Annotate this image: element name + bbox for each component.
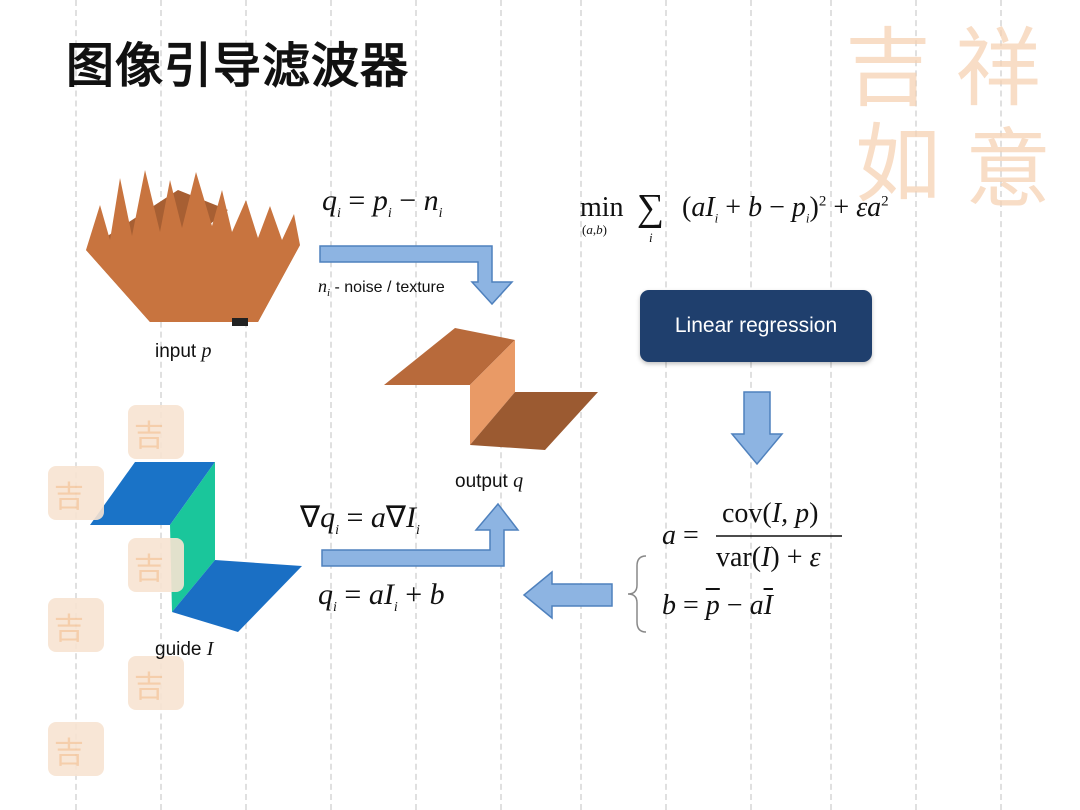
guide-label-text: guide [155, 639, 202, 660]
seal-icon: 吉 [48, 722, 104, 776]
arrow-guide-to-output [321, 502, 520, 567]
equation-a-lhs: a = [662, 520, 699, 551]
seal-char: 吉 [134, 419, 164, 454]
equation-q-p-n: qi = pi − ni [322, 184, 443, 221]
seal-char-4: 意 [965, 120, 1051, 220]
equation-min-objective: min (a,b) ∑i (aIi + b − pi)2 + εa2 [580, 187, 889, 245]
noise-label: ni - noise / texture [318, 276, 445, 299]
arrow-left [522, 570, 613, 620]
noise-var: n [318, 276, 327, 296]
grid-line [330, 0, 332, 810]
seal-char: 吉 [54, 736, 84, 771]
input-label-text: input [155, 341, 197, 362]
grid-line [915, 0, 917, 810]
equation-b: b = p − aI [662, 590, 773, 621]
seal-watermark: 吉 祥 如 意 [835, 4, 1075, 220]
seal-char-2: 祥 [955, 19, 1041, 119]
input-label-var: p [201, 340, 212, 362]
equation-gradient: ∇qi = a∇Ii [300, 501, 420, 538]
grid-line [830, 0, 832, 810]
guide-label-var: I [206, 638, 214, 660]
seal-char: 吉 [54, 612, 84, 647]
seal-char-1: 吉 [845, 19, 931, 119]
seal-char: 吉 [134, 670, 164, 705]
equation-bracket [627, 555, 647, 633]
seal-icon: 吉 [48, 466, 104, 520]
arrow-box-down [730, 391, 784, 466]
seal-char: 吉 [134, 552, 164, 587]
linear-regression-box: Linear regression [640, 290, 872, 362]
output-label-text: output [455, 471, 508, 492]
equation-q-aI-b: qi = aIi + b [318, 578, 445, 615]
grid-line [665, 0, 667, 810]
input-surface [86, 170, 300, 326]
grid-line [415, 0, 417, 810]
guide-surface [90, 462, 302, 632]
output-label-var: q [513, 470, 524, 492]
seal-icon: 吉 [128, 656, 184, 710]
seal-icon: 吉 [128, 538, 184, 592]
grid-line [75, 0, 77, 810]
equation-a-denominator: var(I) + ε [716, 542, 821, 573]
arrow-input-to-output [319, 245, 514, 306]
noise-sub: i [327, 287, 331, 300]
seal-icon: 吉 [48, 598, 104, 652]
input-label: input p [155, 340, 211, 363]
output-label: output q [455, 470, 523, 493]
noise-text: - noise / texture [330, 279, 445, 296]
grid-line [1000, 0, 1002, 810]
guide-label: guide I [155, 638, 213, 661]
page-title: 图像引导滤波器 [66, 38, 410, 94]
linear-regression-label: Linear regression [674, 314, 838, 337]
seal-char: 吉 [54, 480, 84, 515]
output-surface [384, 328, 598, 450]
seal-icon: 吉 [128, 405, 184, 459]
equation-a-numerator: cov(I, p) [722, 498, 819, 529]
seal-char-3: 如 [855, 115, 941, 215]
grid-line [245, 0, 247, 810]
